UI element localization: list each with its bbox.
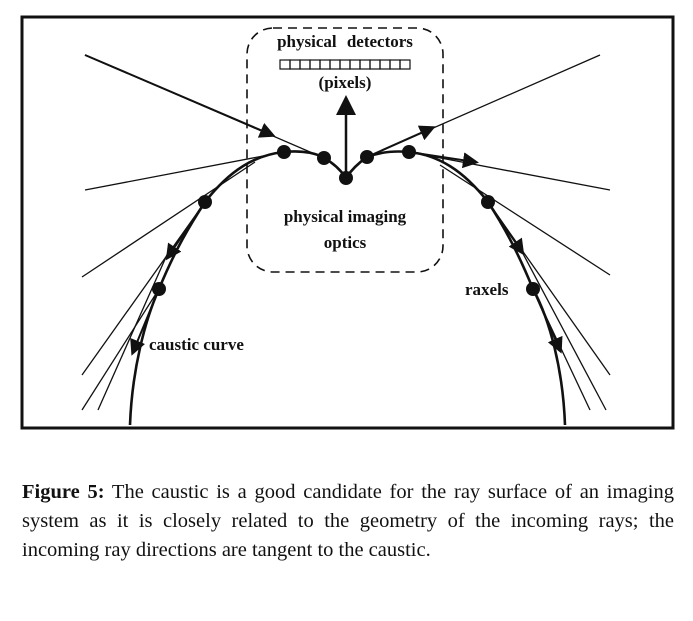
pixel-cell: [369, 59, 381, 70]
raxel-dots: [152, 145, 540, 296]
rays-right: [366, 54, 611, 411]
optics-label-line2: optics: [324, 233, 367, 252]
figure-frame: [20, 15, 675, 430]
optics-label-line1: physical imaging: [284, 207, 407, 226]
pixel-cell: [339, 59, 351, 70]
pixel-strip: [279, 59, 411, 70]
caption-label: Figure 5:: [22, 481, 105, 503]
pixel-cell: [349, 59, 361, 70]
pixel-cell: [399, 59, 411, 70]
raxels-label: raxels: [465, 280, 509, 299]
rays-left: [81, 54, 325, 411]
pixel-cell: [279, 59, 291, 70]
pixel-cell: [289, 59, 301, 70]
caustic-diagram: physical detectors (pixels) physical ima…: [20, 15, 675, 430]
caustic-label: caustic curve: [149, 335, 244, 354]
pixel-cell: [309, 59, 321, 70]
detectors-label: physical detectors: [277, 32, 413, 51]
optics-box: [246, 27, 444, 273]
figure-caption: Figure 5: The caustic is a good candidat…: [22, 478, 674, 565]
pixel-cell: [329, 59, 341, 70]
pixels-label: (pixels): [319, 73, 372, 92]
pixel-cell: [359, 59, 371, 70]
pixel-cell: [379, 59, 391, 70]
pixel-cell: [319, 59, 331, 70]
pixel-cell: [299, 59, 311, 70]
pixel-cell: [389, 59, 401, 70]
caption-text: The caustic is a good candidate for the …: [22, 481, 674, 561]
